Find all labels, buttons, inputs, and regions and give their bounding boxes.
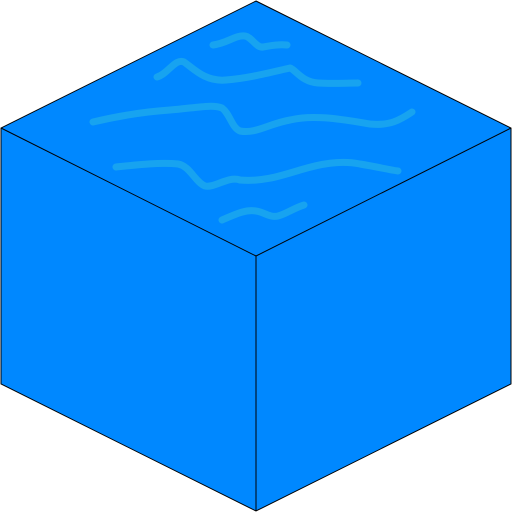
edge-top-left-inner [0,127,257,257]
edge-top-right-inner [255,127,512,257]
wave-line-1 [209,32,291,51]
water-waves [89,32,416,224]
wave-line-5 [218,201,308,224]
wave-line-2 [153,57,362,87]
wave-line-4 [112,158,402,190]
wave-line-3 [89,102,416,136]
